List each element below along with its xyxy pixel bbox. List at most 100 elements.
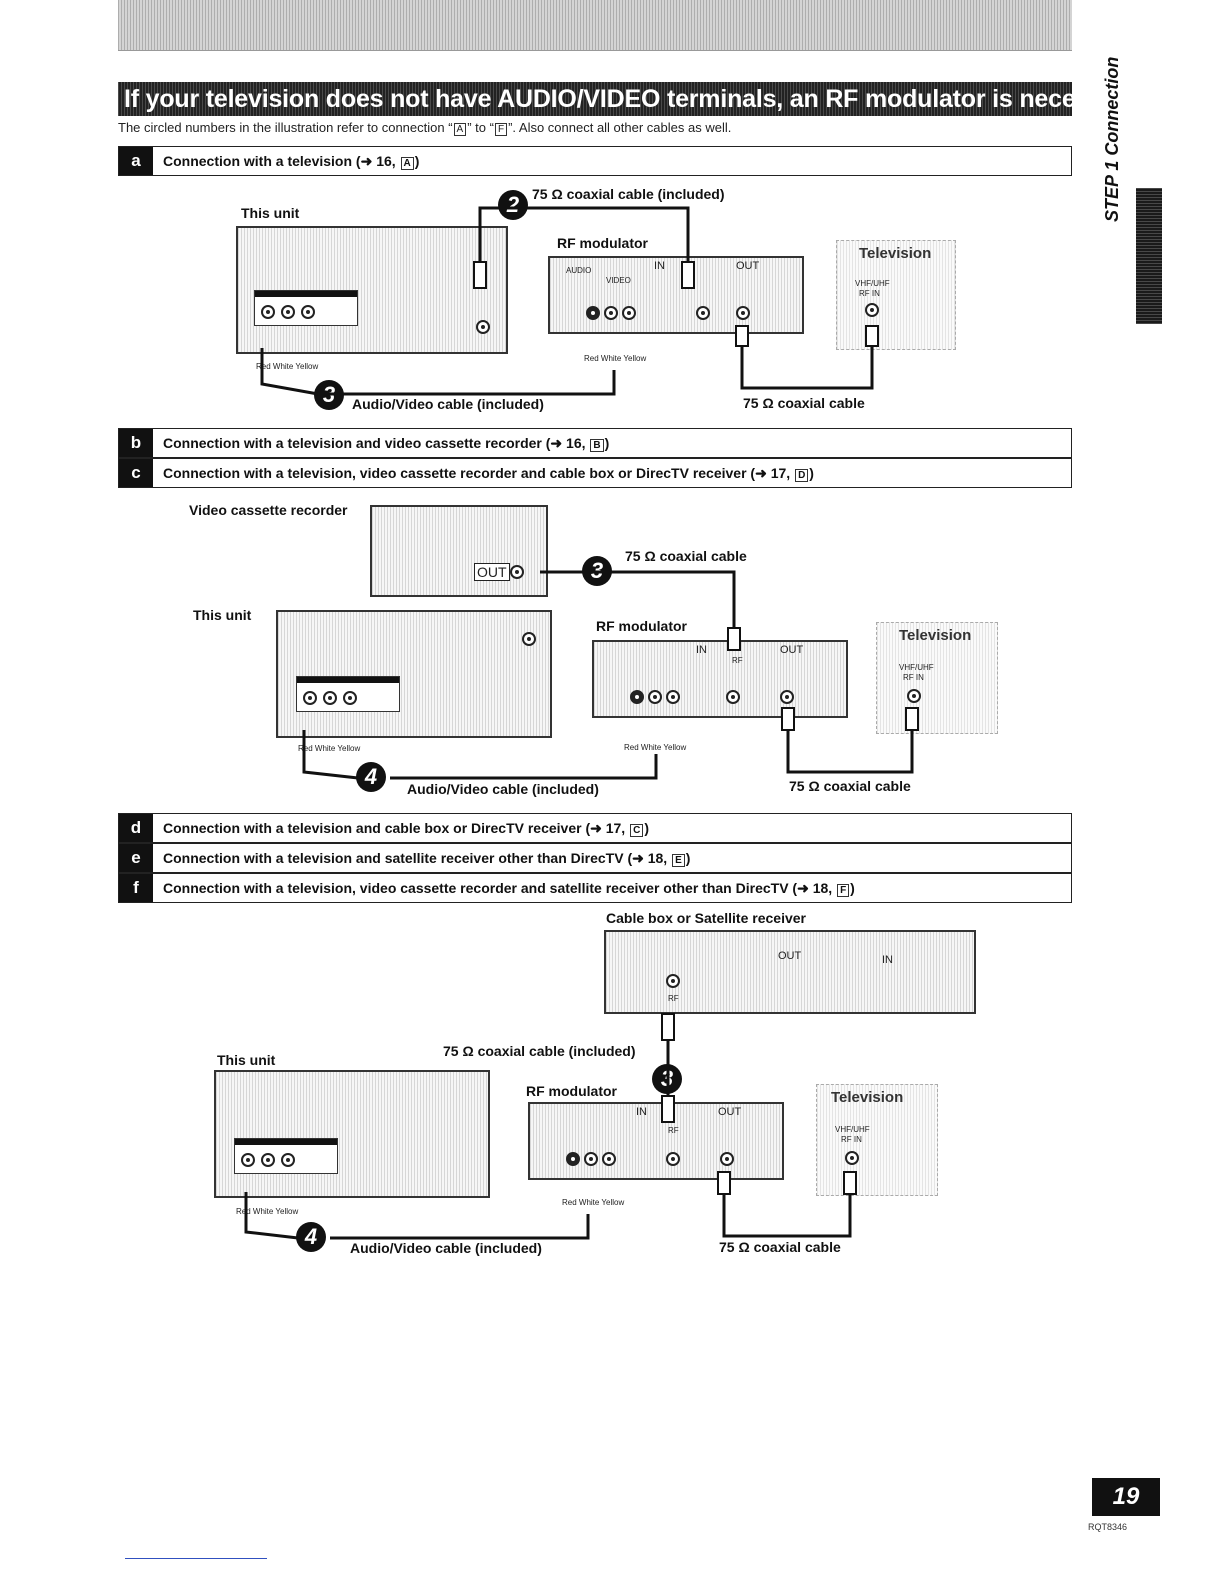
- vcr-device: OUT: [370, 505, 548, 597]
- video-jack: [343, 691, 357, 705]
- cable-colors-label: Red White Yellow: [584, 354, 647, 363]
- section-a-ref: A: [400, 157, 414, 170]
- rf-in-label: RF IN: [859, 289, 880, 298]
- section-b-end: ): [604, 435, 610, 451]
- section-letter: b: [119, 429, 153, 457]
- section-text: Connection with a television, video cass…: [163, 459, 814, 487]
- television-label: Television: [831, 1089, 904, 1106]
- vcr-label: Video cassette recorder: [189, 502, 348, 518]
- section-d-ref: C: [630, 824, 644, 837]
- rf-out-jack: [666, 974, 680, 988]
- coax-cable-line: [786, 730, 914, 774]
- tv-rf-in-jack: [865, 303, 879, 317]
- coax-cable-line: [478, 206, 690, 262]
- section-a: a Connection with a television (➜ 16, A): [118, 146, 1072, 176]
- cable-box-device: OUT IN RF: [604, 930, 976, 1014]
- section-text: Connection with a television and cable b…: [163, 814, 649, 842]
- rf-in-jack: [696, 306, 710, 320]
- plug: [727, 627, 741, 651]
- section-letter: a: [119, 147, 153, 175]
- av-cable-label: Audio/Video cable (included): [407, 781, 599, 797]
- section-c-ref: D: [795, 469, 809, 482]
- section-letter: d: [119, 814, 153, 842]
- rf-label: RF: [668, 1126, 679, 1135]
- audio-r-jack: [648, 690, 662, 704]
- section-d-text: Connection with a television and cable b…: [163, 820, 630, 836]
- cable-box-label: Cable box or Satellite receiver: [606, 910, 806, 926]
- coax-label: 75 Ω coaxial cable: [625, 548, 747, 564]
- audio-r-jack: [584, 1152, 598, 1166]
- document-code: RQT8346: [1088, 1522, 1128, 1532]
- video-in-jack: [666, 690, 680, 704]
- audio-l-jack: [630, 690, 644, 704]
- tv-rf-in-jack: [907, 689, 921, 703]
- video-jack: [281, 1153, 295, 1167]
- audio-l-jack: [586, 306, 600, 320]
- av-cable-line: [260, 348, 319, 396]
- section-text: Connection with a television, video cass…: [163, 874, 855, 902]
- audio-l-jack: [303, 691, 317, 705]
- rf-modulator-device: IN OUT RF: [528, 1102, 784, 1180]
- television-label: Television: [859, 245, 932, 262]
- bottom-rule: [125, 1558, 267, 1559]
- plug: [905, 707, 919, 731]
- rf-in-label: RF IN: [903, 673, 924, 682]
- step-number-badge: 4: [296, 1222, 326, 1252]
- rf-label: RF: [668, 994, 679, 1003]
- section-a-text: Connection with a television (➜ 16,: [163, 153, 400, 169]
- video-jack: [301, 305, 315, 319]
- cable-colors-label: Red White Yellow: [624, 743, 687, 752]
- vhf-uhf-label: VHF/UHF: [899, 663, 934, 672]
- section-text: Connection with a television and video c…: [163, 429, 609, 457]
- plug: [843, 1171, 857, 1195]
- video-in-jack: [602, 1152, 616, 1166]
- page-title: If your television does not have AUDIO/V…: [118, 82, 1140, 116]
- section-e-text: Connection with a television and satelli…: [163, 850, 672, 866]
- side-tab-marker: [1136, 188, 1162, 324]
- step-number-badge: 2: [498, 190, 528, 220]
- section-e-end: ): [685, 850, 691, 866]
- plug: [661, 1013, 675, 1041]
- av-cable-line: [330, 1214, 590, 1240]
- page-number: 19: [1092, 1478, 1160, 1516]
- coax-cable-line: [722, 1192, 852, 1238]
- vcr-out-label: OUT: [474, 563, 510, 581]
- vhf-uhf-label: VHF/UHF: [835, 1125, 870, 1134]
- this-unit-label: This unit: [193, 607, 252, 623]
- section-text: Connection with a television and satelli…: [163, 844, 690, 872]
- rf-in-label: RF IN: [841, 1135, 862, 1144]
- out-label: OUT: [736, 260, 760, 272]
- section-f-end: ): [850, 880, 855, 896]
- section-text: Connection with a television (➜ 16, A): [163, 147, 419, 175]
- plug: [681, 261, 695, 289]
- plug: [661, 1095, 675, 1123]
- plug: [735, 325, 749, 347]
- plug: [781, 707, 795, 731]
- this-unit-label: This unit: [241, 205, 300, 221]
- audio-r-jack: [281, 305, 295, 319]
- intro-mid: ” to “: [467, 120, 494, 135]
- section-b-ref: B: [590, 439, 604, 452]
- section-d: d Connection with a television and cable…: [118, 813, 1072, 843]
- section-letter: f: [119, 874, 153, 902]
- vcr-out-jack: [510, 565, 524, 579]
- panel-header: [255, 291, 357, 297]
- step-number-badge: 4: [356, 762, 386, 792]
- intro-text: The circled numbers in the illustration …: [118, 120, 731, 136]
- cable-colors-label: Red White Yellow: [256, 362, 319, 371]
- out-label: OUT: [780, 644, 804, 656]
- section-b: b Connection with a television and video…: [118, 428, 1072, 458]
- section-c-text: Connection with a television, video cass…: [163, 465, 795, 481]
- section-f-text: Connection with a television, video cass…: [163, 880, 837, 896]
- rf-modulator-label: RF modulator: [557, 235, 648, 251]
- audio-l-jack: [241, 1153, 255, 1167]
- section-a-end: ): [414, 153, 420, 169]
- television-device: Television VHF/UHF RF IN: [836, 240, 956, 350]
- av-cable-label: Audio/Video cable (included): [350, 1240, 542, 1256]
- in-label: IN: [882, 954, 893, 966]
- rf-in-jack: [726, 690, 740, 704]
- section-e: e Connection with a television and satel…: [118, 843, 1072, 873]
- section-c: c Connection with a television, video ca…: [118, 458, 1072, 488]
- this-unit-label: This unit: [217, 1052, 276, 1068]
- av-cable-line: [390, 754, 658, 780]
